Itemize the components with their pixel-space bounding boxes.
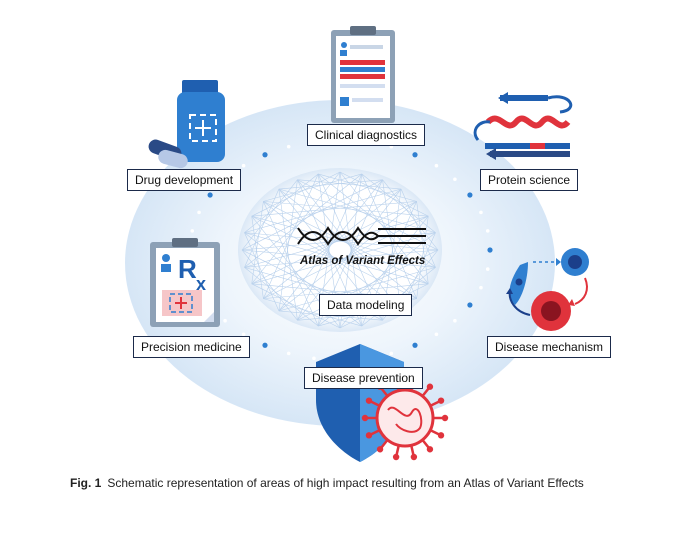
ring-dot [262,152,268,158]
ring-dot [412,152,418,158]
medicine-vial-icon [148,80,225,169]
disease-mechanism-label: Disease mechanism [487,336,612,358]
virus-spike-tip [392,453,400,461]
ring-dot [286,351,291,356]
ring-dot [467,192,473,198]
ring-dot [434,163,439,168]
ring-dot [467,302,473,308]
virus-spike [380,439,389,449]
core-ellipse [238,168,442,332]
atlas-title: Atlas of Variant Effects [300,255,426,267]
virus-spike-tip [426,383,434,390]
virus-spike [429,400,440,407]
ring-dot [312,356,316,361]
virus-spike [421,387,430,397]
figure-number: Fig. 1 [70,476,102,490]
ring-dot [487,247,493,253]
ring-dot [453,177,457,182]
virus-spike [395,445,400,456]
virus-spike-tip [426,446,434,453]
virus-rna [387,406,423,433]
virus-spike [380,387,389,397]
network-line [251,232,436,285]
ring-dot [479,210,483,215]
cell-cycle-icon [506,248,589,331]
virus-spike [429,429,440,436]
virus-spike [370,429,381,436]
drug-development-label: Drug development [127,169,242,191]
virus-spike-tip [361,414,369,422]
ring-dot [241,332,246,337]
ring-dot [197,210,201,215]
virus-spike-tip [437,397,445,404]
virus-spike-tip [437,432,445,439]
ring-dot [412,342,418,348]
virus-spike-tip [410,453,418,461]
network-line [339,171,429,285]
ring-dot [434,332,439,337]
figure-caption: Fig. 1 Schematic representation of areas … [70,476,584,490]
ring-dot [262,342,268,348]
ring-dot [241,163,246,168]
prescription-clipboard-icon: R x [150,238,220,327]
ring-dot [286,144,291,149]
svg-text:R: R [178,254,197,284]
protein-science-label: Protein science [480,169,579,191]
clipboard-chart-icon [331,26,395,123]
network-line [318,173,436,268]
virus-spike-tip [441,414,449,422]
ring-dot [389,351,394,356]
data-modeling-label: Data modeling [319,294,413,316]
ring-dot [223,318,227,323]
virus-spike-tip [365,397,373,404]
ring-dot [485,267,490,271]
ring-dot [207,192,213,198]
network-line [382,179,402,312]
ring-dot [479,285,483,290]
precision-medicine-label: Precision medicine [133,336,250,358]
ring-dot [485,229,490,233]
network-line [416,216,429,299]
disease-prevention-label: Disease prevention [304,367,423,389]
protein-structure-icon [473,92,573,160]
caption-text: Schematic representation of areas of hig… [107,476,584,490]
virus-spike [421,439,430,449]
svg-text:x: x [196,274,206,294]
virus-spike-tip [376,446,384,453]
ring-dot [453,318,457,323]
ring-dot [190,229,195,233]
dna-helix-icon [297,226,426,246]
virus-spike-tip [365,432,373,439]
virus-spike [410,445,415,456]
clinical-diagnostics-label: Clinical diagnostics [307,124,426,146]
virus-body [375,388,435,448]
virus-spike [370,400,381,407]
